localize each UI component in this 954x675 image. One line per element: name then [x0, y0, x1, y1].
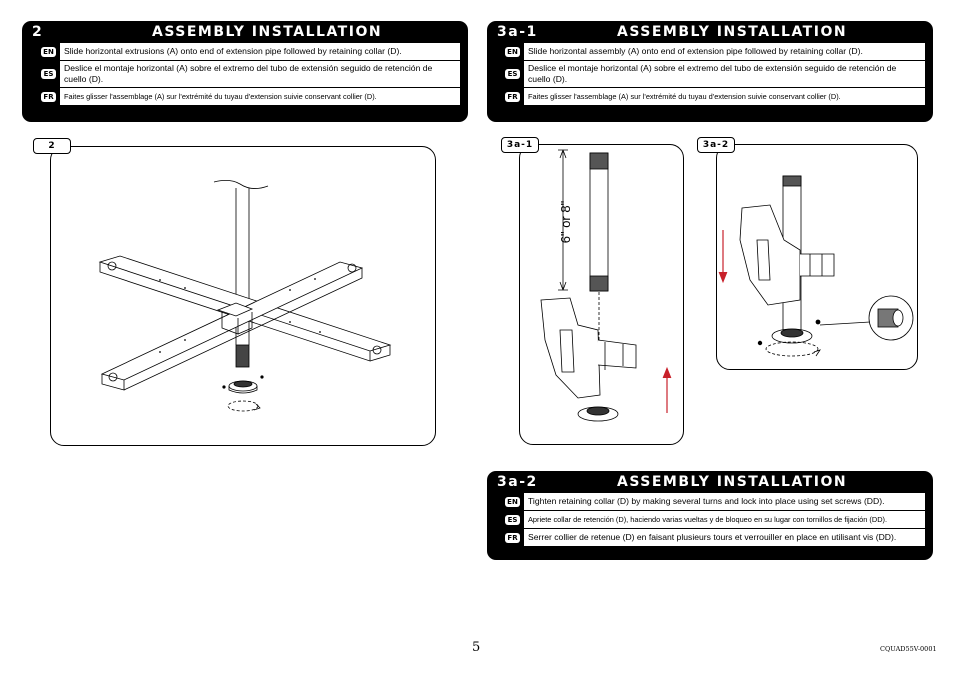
instruction-row-es: ES Deslice el montaje horizontal (A) sob… [505, 61, 925, 88]
figure-3a-1-tag: 3a-1 [501, 137, 539, 153]
instruction-text: Faites glisser l'assemblage (A) sur l'ex… [528, 92, 841, 101]
figure-3a-2-tag: 3a-2 [697, 137, 735, 153]
instruction-row-en: EN Slide horizontal assembly (A) onto en… [505, 43, 925, 61]
instruction-row-fr: FR Serrer collier de retenue (D) en fais… [505, 529, 925, 546]
figure-2-illustration [98, 180, 392, 412]
lang-badge-fr: FR [505, 91, 520, 102]
lang-badge-fr: FR [41, 91, 56, 102]
instruction-text: Deslice el montaje horizontal (A) sobre … [528, 63, 897, 84]
document-code: CQUAD55V-0001 [880, 645, 937, 653]
section-number: 3a-2 [497, 474, 538, 490]
figure-2-tag: 2 [33, 138, 71, 154]
lang-badge-en: EN [505, 496, 520, 507]
page-number: 5 [472, 640, 481, 655]
section-number: 2 [32, 24, 44, 40]
lang-badge-en: EN [505, 46, 520, 57]
instruction-text: Deslice el montaje horizontal (A) sobre … [64, 63, 433, 84]
instruction-row-fr: FR Faites glisser l'assemblage (A) sur l… [505, 88, 925, 105]
instruction-text: Apriete collar de retención (D), haciend… [528, 515, 888, 524]
lang-badge-en: EN [41, 46, 56, 57]
instruction-row-es: ES Apriete collar de retención (D), haci… [505, 511, 925, 529]
section-3a-2-instructions: 3a-2 ASSEMBLY INSTALLATION EN Tighten re… [487, 471, 933, 560]
dimension-label: 6" or 8" [558, 200, 573, 243]
figure-2-panel [50, 146, 436, 446]
instruction-row-en: EN Tighten retaining collar (D) by makin… [505, 493, 925, 511]
section-number: 3a-1 [497, 24, 538, 40]
instruction-text: Slide horizontal assembly (A) onto end o… [528, 46, 863, 56]
instruction-text: Slide horizontal extrusions (A) onto end… [64, 46, 402, 56]
instruction-row-es: ES Deslice el montaje horizontal (A) sob… [41, 61, 460, 88]
section-title: ASSEMBLY INSTALLATION [152, 24, 383, 40]
instruction-row-fr: FR Faites glisser l'assemblage (A) sur l… [41, 88, 460, 105]
lang-badge-fr: FR [505, 532, 520, 543]
instruction-text: Faites glisser l'assemblage (A) sur l'ex… [64, 92, 377, 101]
section-header: 3a-2 ASSEMBLY INSTALLATION [487, 471, 933, 493]
section-title: ASSEMBLY INSTALLATION [617, 474, 848, 490]
lang-badge-es: ES [505, 69, 520, 79]
instruction-text: Serrer collier de retenue (D) en faisant… [528, 532, 897, 542]
section-2-instructions: 2 ASSEMBLY INSTALLATION EN Slide horizon… [22, 21, 468, 122]
section-header: 3a-1 ASSEMBLY INSTALLATION [487, 21, 933, 43]
instruction-row-en: EN Slide horizontal extrusions (A) onto … [41, 43, 460, 61]
lang-badge-es: ES [41, 69, 56, 79]
section-3a-1-instructions: 3a-1 ASSEMBLY INSTALLATION EN Slide hori… [487, 21, 933, 122]
section-title: ASSEMBLY INSTALLATION [617, 24, 848, 40]
instruction-text: Tighten retaining collar (D) by making s… [528, 496, 885, 506]
figure-3a-2-illustration [718, 175, 914, 357]
section-header: 2 ASSEMBLY INSTALLATION [22, 21, 468, 43]
lang-badge-es: ES [505, 514, 520, 525]
figure-3a-1-illustration [540, 149, 672, 422]
